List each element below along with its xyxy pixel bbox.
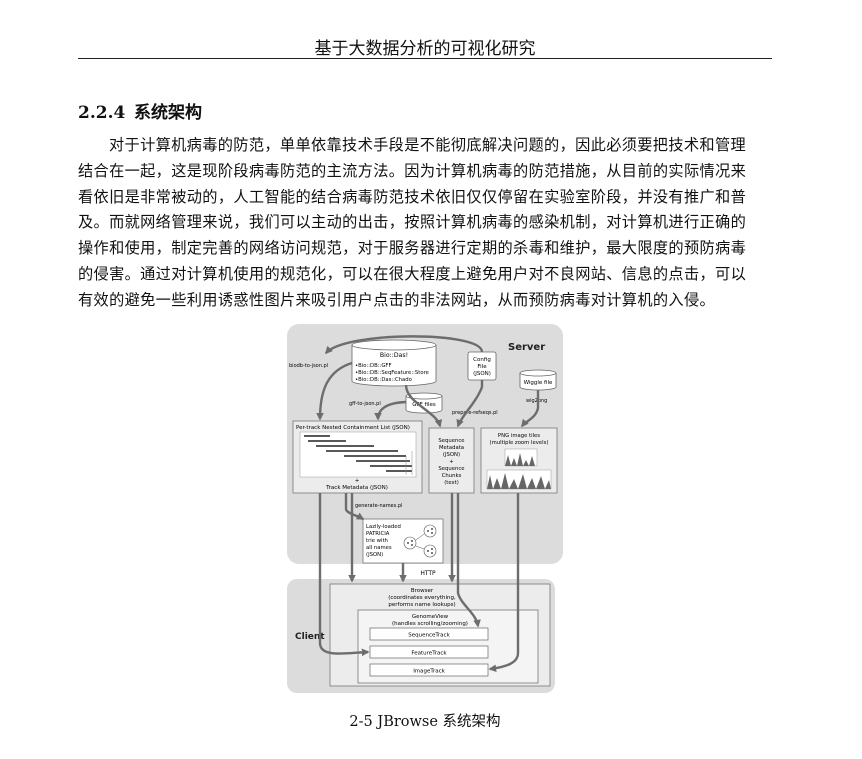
running-header: 基于大数据分析的可视化研究 [314,39,536,59]
svg-text:Chunks: Chunks [442,473,462,479]
wiggle-file: Wiggle file [519,369,557,391]
section-heading: 2.2.4 系统架构 [78,98,202,123]
svg-text:Config: Config [473,357,491,363]
client-label: Client [295,632,325,642]
svg-text:Sequence: Sequence [438,438,464,444]
arrow-config-to-sequence [456,380,484,428]
svg-text:+: + [355,478,360,484]
nclist-feature-bars [304,435,412,472]
svg-text:(handles scrolling/zooming): (handles scrolling/zooming) [392,621,468,627]
svg-text:GFF files: GFF files [412,402,436,408]
body-line: 看依旧是非常被动的，人工智能的结合病毒防范技术依旧仅仅停留在实验室阶段，并没有推… [78,187,747,206]
feature-track-box: FeatureTrack [369,645,489,659]
architecture-diagram: Server Client Bio::Das! •Bio::DB::GFF •B… [287,324,563,693]
svg-text:Wiggle file: Wiggle file [524,380,553,386]
svg-text:FeatureTrack: FeatureTrack [411,651,447,657]
svg-text:+: + [449,459,453,465]
bio-das-item: •Bio::DB::GFF [355,363,392,369]
svg-text:Metadata: Metadata [439,445,464,451]
arrow-gff-to-nclist [374,400,407,421]
svg-text:trie with: trie with [366,538,388,544]
arrow-biodb-to-sequence [404,384,443,428]
svg-text:PATRICIA: PATRICIA [366,531,390,537]
svg-text:(JSON): (JSON) [443,452,460,458]
architecture-figure: Server Client Bio::Das! •Bio::DB::GFF •B… [286,323,564,695]
nclist-box: Per-track Nested Containment List (JSON)… [292,420,423,494]
svg-text:(JSON): (JSON) [366,552,383,558]
body-line: 及。而就网络管理来说，我们可以主动的出击，按照计算机病毒的感染机制，对计算机进行… [78,213,747,232]
script-biodb-to-json: biodb-to-json.pl [289,363,328,369]
svg-text:ImageTrack: ImageTrack [413,669,445,675]
svg-text:(coordinates everything,: (coordinates everything, [388,595,456,601]
bio-das-item: •Bio::DB::SeqFeature::Store [355,370,429,376]
svg-text:Track Metadata (JSON): Track Metadata (JSON) [325,485,388,491]
flow-arrows [316,335,540,673]
sequence-box: Sequence Metadata (JSON) + Sequence Chun… [428,427,475,494]
body-line: 的侵害。通过对计算机使用的规范化，可以在很大程度上避免用户对不良网站、信息的点击… [78,264,747,283]
svg-text:performs name lookups): performs name lookups) [388,602,455,608]
script-gff-to-json: gff-to-json.pl [349,401,381,407]
script-generate-names: generate-names.pl [355,503,402,509]
arrow-nclist-to-featuretrack [318,493,370,657]
body-paragraph: 对于计算机病毒的防范，单单依靠技术手段是不能彻底解决问题的，因此必须要把技术和管… [78,133,772,314]
sequence-track-box: SequenceTrack [369,627,489,641]
svg-text:Per-track Nested Containment L: Per-track Nested Containment List (JSON) [296,425,410,431]
http-label: HTTP [420,570,436,577]
svg-text:Lazily-loaded: Lazily-loaded [366,524,401,530]
bio-das-database: Bio::Das! •Bio::DB::GFF •Bio::DB::SeqFea… [351,339,437,387]
bio-das-item: •Bio::DB::Das::Chado [355,377,412,383]
arrow-png-to-imagetrack [488,493,520,673]
server-panel [287,324,563,564]
body-line: 对于计算机病毒的防范，单单依靠技术手段是不能彻底解决问题的，因此必须要把技术和管… [109,136,747,154]
arrow-nclist-to-patricia [344,493,365,521]
arrow-biodb-to-nclist [316,361,353,421]
section-number: 2.2.4 [78,103,126,123]
section-title: 系统架构 [134,103,202,123]
bio-das-title: Bio::Das! [380,352,408,359]
svg-text:all names: all names [366,545,392,551]
svg-text:GenomeView: GenomeView [412,614,449,620]
arrow-wiggle-to-png [521,390,540,428]
svg-text:(text): (text) [444,480,459,486]
arrow-config-to-biodb [324,335,484,355]
body-line: 结合在一起，这是现阶段病毒防范的主流方法。因为计算机病毒的防范措施，从目前的实际… [78,161,747,180]
svg-text:PNG image tiles: PNG image tiles [498,433,540,439]
trie-nodes-icon [403,524,437,558]
svg-text:File: File [477,364,487,370]
svg-text:(JSON): (JSON) [473,371,491,377]
svg-text:(multiple zoom levels): (multiple zoom levels) [490,440,549,446]
config-file: Config File (JSON) [467,351,497,381]
script-prepare-refseqs: prepare-refseqs.pl [452,410,498,416]
svg-text:Sequence: Sequence [438,466,464,472]
header-rule [78,58,772,59]
svg-text:SequenceTrack: SequenceTrack [408,633,450,639]
svg-text:Browser: Browser [411,588,434,594]
body-line: 操作和使用，制定完善的网络访问规范，对于服务器进行定期的杀毒和维护，最大限度的预… [78,239,747,258]
figure-caption: 2-5 JBrowse 系统架构 [349,714,501,730]
script-wig2png: wig2png [526,398,547,404]
arrow-sequence-to-sequencetrack [456,493,481,628]
body-line: 有效的避免一些利用诱惑性图片来吸引用户点击的非法网站，从而预防病毒对计算机的入侵… [78,290,716,309]
server-label: Server [508,342,545,353]
png-tiles-box: PNG image tiles (multiple zoom levels) [480,427,558,494]
image-track-box: ImageTrack [369,663,489,677]
patricia-trie-box: Lazily-loaded PATRICIA trie with all nam… [362,518,444,564]
